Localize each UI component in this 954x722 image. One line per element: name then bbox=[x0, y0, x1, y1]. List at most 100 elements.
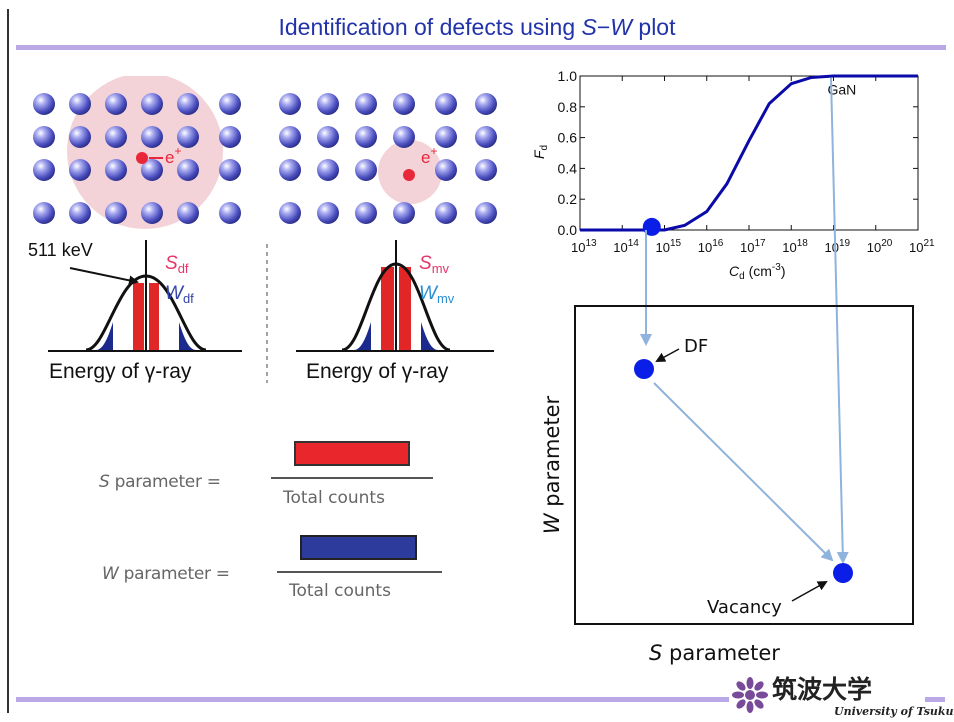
s-numerator-red-bar bbox=[294, 441, 410, 466]
atom bbox=[105, 93, 127, 115]
positron-left bbox=[136, 152, 148, 164]
atom bbox=[435, 93, 457, 115]
sw-y-axis-label: W parameter bbox=[540, 395, 564, 535]
atom bbox=[279, 93, 301, 115]
fd-y-axis-label: Fd bbox=[531, 145, 550, 159]
atom bbox=[475, 159, 497, 181]
atom bbox=[355, 126, 377, 148]
atom bbox=[69, 93, 91, 115]
atom bbox=[141, 202, 163, 224]
x-tick-label: 1014 bbox=[613, 238, 639, 255]
atom bbox=[33, 126, 55, 148]
photopeak-vacancy bbox=[296, 240, 494, 352]
atom bbox=[69, 159, 91, 181]
y-tick-label: 0.6 bbox=[558, 130, 578, 146]
atom bbox=[177, 202, 199, 224]
sw-x-axis-label: S parameter bbox=[649, 641, 780, 665]
positron-cloud-defect-free bbox=[67, 76, 223, 229]
atom bbox=[219, 202, 241, 224]
y-tick-label: 0.2 bbox=[558, 191, 578, 207]
atom bbox=[393, 93, 415, 115]
positron-label-left: e+ bbox=[165, 144, 181, 167]
x-tick-label: 1016 bbox=[698, 238, 724, 255]
atom bbox=[475, 202, 497, 224]
atom bbox=[393, 126, 415, 148]
atom bbox=[317, 126, 339, 148]
atom bbox=[355, 93, 377, 115]
atom bbox=[435, 159, 457, 181]
s-mv-label: Smv bbox=[419, 253, 450, 276]
logo-name-en: University of Tsukuba bbox=[834, 705, 954, 718]
atom bbox=[475, 93, 497, 115]
atom bbox=[219, 159, 241, 181]
atom bbox=[475, 126, 497, 148]
atom bbox=[105, 159, 127, 181]
y-tick-label: 1.0 bbox=[558, 68, 578, 84]
atom bbox=[317, 93, 339, 115]
atom bbox=[435, 202, 457, 224]
atom bbox=[435, 126, 457, 148]
atom-lattice-vacancy bbox=[279, 93, 497, 224]
slide-left-border bbox=[7, 9, 9, 713]
vacancy-point bbox=[833, 563, 853, 583]
positron-right bbox=[403, 169, 415, 181]
peak-energy-label: 511 keV bbox=[28, 240, 93, 260]
s-df-label: Sdf bbox=[165, 253, 189, 276]
atom bbox=[141, 126, 163, 148]
atom bbox=[317, 202, 339, 224]
atom bbox=[177, 93, 199, 115]
x-tick-label: 1017 bbox=[740, 238, 766, 255]
atom bbox=[177, 159, 199, 181]
y-tick-label: 0.0 bbox=[558, 222, 578, 238]
atom bbox=[279, 202, 301, 224]
df-to-vacancy-arrow bbox=[653, 382, 834, 562]
atom bbox=[279, 159, 301, 181]
fd-x-axis-label: Cd (cm-3) bbox=[729, 262, 785, 282]
university-emblem-icon bbox=[732, 677, 768, 713]
footer-bar-right bbox=[925, 697, 945, 702]
logo-name-jp: 筑波大学 bbox=[772, 675, 873, 704]
atom bbox=[141, 93, 163, 115]
atom bbox=[177, 126, 199, 148]
atom bbox=[33, 202, 55, 224]
s-fraction-line bbox=[271, 477, 433, 479]
sw-plot-content bbox=[634, 348, 853, 602]
s-parameter-formula-label: S parameter = bbox=[99, 472, 221, 492]
material-label: GaN bbox=[828, 81, 857, 97]
positron-annihilation-diagram: e+ e+ 511 keV Sdf Wdf bbox=[28, 76, 497, 383]
atom bbox=[141, 159, 163, 181]
x-tick-label: 1018 bbox=[782, 238, 808, 255]
connector-arrows bbox=[640, 77, 849, 564]
df-point bbox=[634, 359, 654, 379]
slide-title: Identification of defects using S−W plot bbox=[278, 14, 676, 40]
w-numerator-blue-bar bbox=[300, 535, 417, 560]
atom bbox=[69, 126, 91, 148]
atom bbox=[219, 126, 241, 148]
atom bbox=[69, 202, 91, 224]
energy-caption-left: Energy of γ-ray bbox=[49, 360, 192, 383]
energy-caption-right: Energy of γ-ray bbox=[306, 360, 449, 383]
sw-plot-frame bbox=[574, 305, 914, 625]
w-denominator: Total counts bbox=[289, 581, 391, 601]
df-label: DF bbox=[684, 336, 709, 357]
y-tick-label: 0.8 bbox=[558, 99, 578, 115]
x-tick-label: 1020 bbox=[867, 238, 893, 255]
fd-curve-series bbox=[580, 74, 918, 232]
df-pointer bbox=[655, 348, 680, 362]
atom bbox=[105, 126, 127, 148]
w-parameter-formula-label: W parameter = bbox=[102, 564, 230, 584]
photopeak-defect-free bbox=[48, 240, 242, 352]
x-tick-label: 1015 bbox=[656, 238, 682, 255]
atom bbox=[33, 93, 55, 115]
atom-lattice-defect-free bbox=[33, 93, 241, 224]
atom bbox=[105, 202, 127, 224]
w-fraction-line bbox=[277, 571, 442, 573]
vacancy-label: Vacancy bbox=[707, 597, 782, 618]
atom bbox=[355, 202, 377, 224]
atom bbox=[393, 202, 415, 224]
atom bbox=[279, 126, 301, 148]
s-denominator: Total counts bbox=[283, 488, 385, 508]
arrow-to-vacancy bbox=[830, 77, 849, 564]
